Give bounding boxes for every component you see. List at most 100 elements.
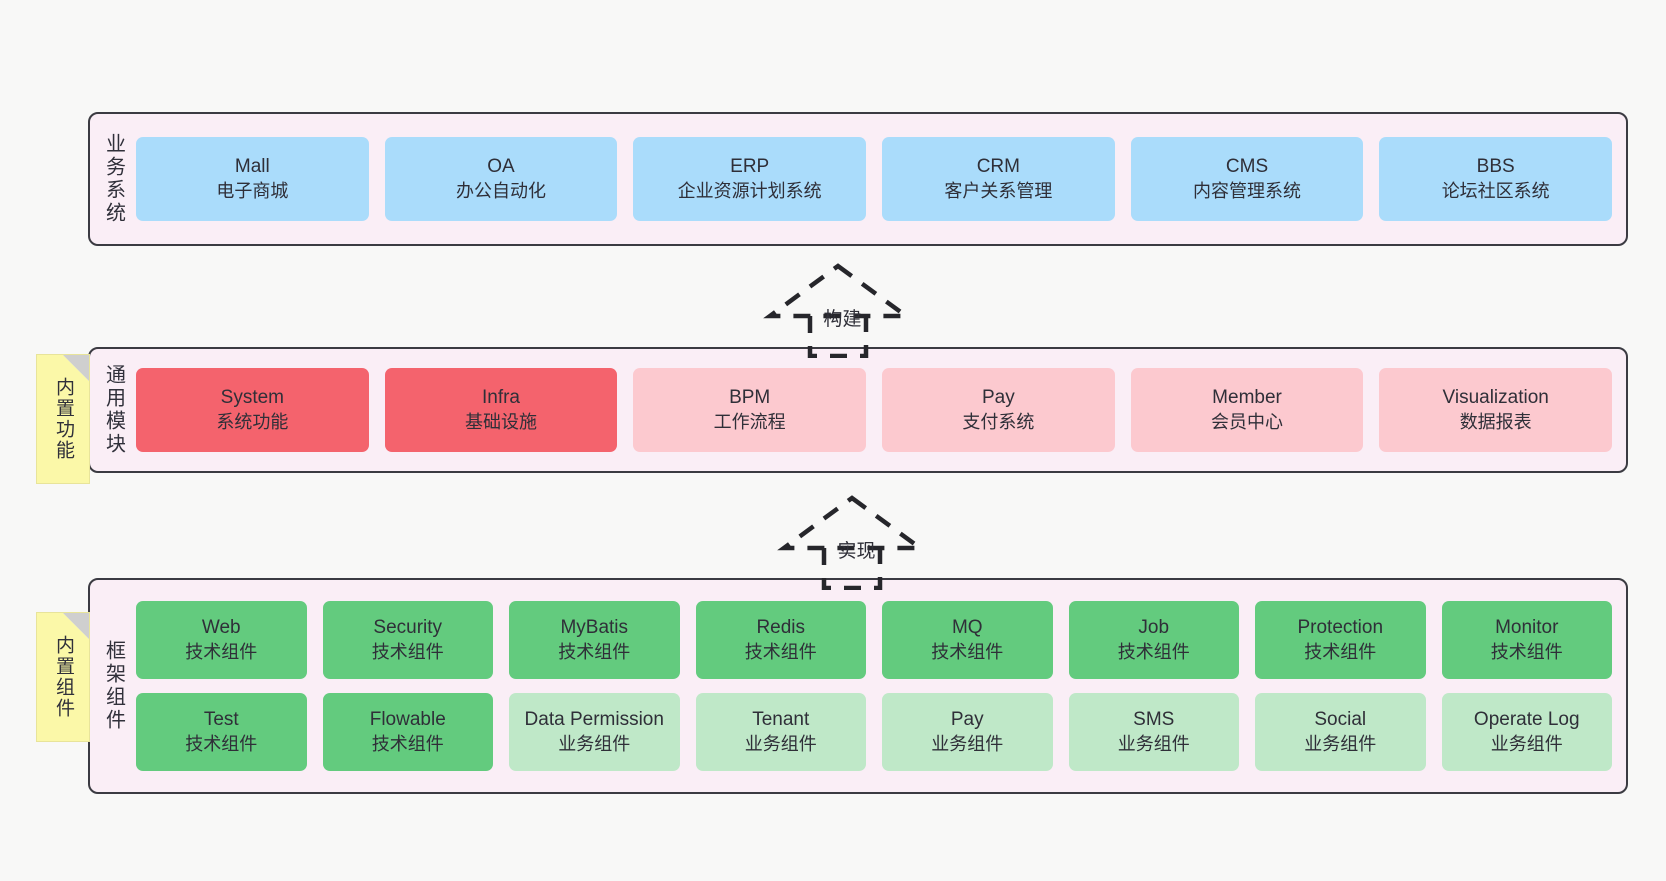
connector-build: 构建 [758, 258, 918, 358]
card-sms[interactable]: SMS 业务组件 [1068, 693, 1239, 771]
card-flowable[interactable]: Flowable 技术组件 [322, 693, 493, 771]
connector-implement-shape [777, 495, 927, 590]
card-bbs-desc: 论坛社区系统 [1441, 180, 1550, 201]
card-flowable-name: Flowable [369, 709, 446, 731]
card-operate-log[interactable]: Operate Log 业务组件 [1441, 693, 1612, 771]
card-crm-name: CRM [976, 156, 1020, 178]
card-test-name: Test [203, 709, 239, 731]
card-cms-name: CMS [1225, 156, 1269, 178]
layer-framework-component-body: Web 技术组件 Security 技术组件 MyBatis 技术组件 Redi… [136, 580, 1626, 792]
card-mybatis-name: MyBatis [560, 617, 629, 639]
layer-framework-component-row-business: Test 技术组件 Flowable 技术组件 Data Permission … [136, 693, 1612, 771]
card-member-desc: 会员中心 [1211, 411, 1284, 432]
card-sms-desc: 业务组件 [1117, 733, 1190, 754]
card-security-name: Security [373, 617, 443, 639]
card-operate-log-desc: 业务组件 [1490, 733, 1563, 754]
card-mybatis[interactable]: MyBatis 技术组件 [509, 601, 680, 679]
card-job[interactable]: Job 技术组件 [1068, 601, 1239, 679]
card-infra-name: Infra [481, 387, 521, 409]
card-member[interactable]: Member 会员中心 [1130, 368, 1364, 452]
card-pay-component[interactable]: Pay 业务组件 [882, 693, 1053, 771]
card-bbs-name: BBS [1476, 156, 1515, 178]
card-bbs[interactable]: BBS 论坛社区系统 [1379, 137, 1613, 221]
card-protection-name: Protection [1297, 617, 1384, 639]
card-mybatis-desc: 技术组件 [558, 641, 631, 662]
card-mall-name: Mall [234, 156, 270, 178]
card-system-desc: 系统功能 [216, 411, 289, 432]
card-oa-desc: 办公自动化 [456, 180, 546, 201]
card-bpm-desc: 工作流程 [713, 411, 786, 432]
card-visualization-name: Visualization [1442, 387, 1549, 409]
card-pay-module[interactable]: Pay 支付系统 [882, 368, 1115, 452]
card-job-name: Job [1138, 617, 1170, 639]
connector-build-label: 构建 [823, 309, 862, 330]
card-erp-desc: 企业资源计划系统 [677, 180, 822, 201]
card-visualization[interactable]: Visualization 数据报表 [1379, 368, 1613, 452]
note-builtin-component-text: 内置组件 [52, 635, 74, 719]
card-pay-module-name: Pay [981, 387, 1015, 409]
card-protection[interactable]: Protection 技术组件 [1255, 601, 1426, 679]
card-system-name: System [220, 387, 285, 409]
layer-business-system-row: Mall 电子商城 OA 办公自动化 ERP 企业资源计划系统 CRM 客户关系… [136, 137, 1613, 221]
card-visualization-desc: 数据报表 [1459, 411, 1532, 432]
card-system[interactable]: System 系统功能 [136, 368, 369, 452]
card-data-permission-desc: 业务组件 [558, 733, 631, 754]
card-mq-name: MQ [951, 617, 983, 639]
card-bpm[interactable]: BPM 工作流程 [633, 368, 867, 452]
layer-framework-component: 框架组件 Web 技术组件 Security 技术组件 MyBatis 技术组件… [88, 578, 1628, 794]
card-web-desc: 技术组件 [185, 641, 258, 662]
card-mall[interactable]: Mall 电子商城 [136, 137, 369, 221]
card-cms[interactable]: CMS 内容管理系统 [1130, 137, 1364, 221]
card-cms-desc: 内容管理系统 [1193, 180, 1302, 201]
card-pay-module-desc: 支付系统 [962, 411, 1035, 432]
connector-implement-label: 实现 [837, 541, 876, 562]
layer-common-module: 通用模块 System 系统功能 Infra 基础设施 BPM 工作流程 Pay… [88, 347, 1628, 473]
card-social[interactable]: Social 业务组件 [1255, 693, 1426, 771]
card-infra[interactable]: Infra 基础设施 [384, 368, 618, 452]
card-web[interactable]: Web 技术组件 [136, 601, 307, 679]
card-mq[interactable]: MQ 技术组件 [882, 601, 1053, 679]
card-crm[interactable]: CRM 客户关系管理 [882, 137, 1115, 221]
card-tenant-name: Tenant [752, 709, 810, 731]
card-security-desc: 技术组件 [371, 641, 444, 662]
card-data-permission-name: Data Permission [524, 709, 664, 731]
card-test-desc: 技术组件 [185, 733, 258, 754]
card-crm-desc: 客户关系管理 [944, 180, 1053, 201]
card-erp-name: ERP [730, 156, 770, 178]
card-job-desc: 技术组件 [1117, 641, 1190, 662]
card-oa[interactable]: OA 办公自动化 [384, 137, 618, 221]
card-erp[interactable]: ERP 企业资源计划系统 [633, 137, 867, 221]
card-social-name: Social [1314, 709, 1367, 731]
card-redis-desc: 技术组件 [744, 641, 817, 662]
layer-framework-component-row-tech: Web 技术组件 Security 技术组件 MyBatis 技术组件 Redi… [136, 601, 1612, 679]
layer-business-system-body: Mall 电子商城 OA 办公自动化 ERP 企业资源计划系统 CRM 客户关系… [136, 114, 1626, 244]
card-pay-component-name: Pay [950, 709, 984, 731]
layer-business-system: 业务系统 Mall 电子商城 OA 办公自动化 ERP 企业资源计划系统 CRM… [88, 112, 1628, 246]
card-social-desc: 业务组件 [1304, 733, 1377, 754]
card-tenant-desc: 业务组件 [744, 733, 817, 754]
card-oa-name: OA [487, 156, 515, 178]
card-member-name: Member [1212, 387, 1282, 409]
card-operate-log-name: Operate Log [1473, 709, 1580, 731]
card-bpm-name: BPM [729, 387, 771, 409]
card-monitor-desc: 技术组件 [1490, 641, 1563, 662]
note-builtin-component: 内置组件 [36, 612, 90, 742]
card-monitor-name: Monitor [1495, 617, 1559, 639]
card-redis[interactable]: Redis 技术组件 [695, 601, 866, 679]
card-web-name: Web [201, 617, 241, 639]
card-mq-desc: 技术组件 [931, 641, 1004, 662]
card-data-permission[interactable]: Data Permission 业务组件 [509, 693, 680, 771]
card-infra-desc: 基础设施 [465, 411, 537, 432]
note-builtin-feature: 内置功能 [36, 354, 90, 484]
layer-framework-component-title: 框架组件 [102, 640, 125, 732]
card-test[interactable]: Test 技术组件 [136, 693, 307, 771]
layer-common-module-body: System 系统功能 Infra 基础设施 BPM 工作流程 Pay 支付系统… [136, 349, 1626, 471]
card-tenant[interactable]: Tenant 业务组件 [695, 693, 866, 771]
card-security[interactable]: Security 技术组件 [322, 601, 493, 679]
card-monitor[interactable]: Monitor 技术组件 [1441, 601, 1612, 679]
layer-business-system-title: 业务系统 [102, 133, 125, 225]
layer-common-module-title: 通用模块 [102, 364, 125, 456]
note-builtin-feature-text: 内置功能 [52, 377, 74, 461]
card-sms-name: SMS [1133, 709, 1175, 731]
